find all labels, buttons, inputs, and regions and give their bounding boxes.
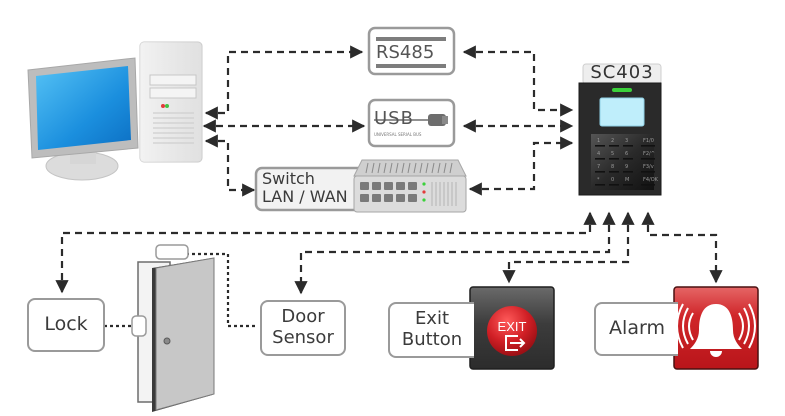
wire-pc-rs485 (204, 45, 364, 120)
wire-sensor-door (186, 252, 258, 328)
rs485-label: RS485 (376, 42, 435, 63)
keypad-key (623, 145, 633, 147)
keypad-key (641, 171, 655, 173)
door-sensor-node: Door Sensor (260, 300, 346, 356)
keypad-key (595, 145, 605, 147)
exit-button-icon: EXIT (469, 286, 555, 370)
computer-icon (27, 41, 203, 181)
keypad-key-label: * (597, 177, 600, 183)
keypad-key-label: F2/^ (643, 151, 655, 157)
switch-port (360, 194, 369, 202)
keypad-key-label: 3 (625, 138, 628, 144)
wire-reader-door-sensor (294, 211, 616, 295)
switch-port (396, 194, 405, 202)
wire-rs485-reader (462, 45, 574, 117)
switch-port (396, 182, 405, 190)
lock-label: Lock (44, 313, 88, 336)
door-icon (131, 244, 215, 412)
keypad-key-label: 2 (611, 138, 614, 144)
exit-button-label: Exit Button (401, 308, 463, 350)
keypad-key (609, 158, 619, 160)
keypad-key (609, 145, 619, 147)
alarm-label: Alarm (609, 317, 665, 340)
wire-switch-reader (468, 136, 574, 196)
exit-icon-text: EXIT (498, 319, 527, 334)
controller-model-label: SC403 (590, 62, 654, 83)
keypad-key-label: M (625, 177, 629, 183)
keypad-key-label: F1/0 (643, 138, 654, 144)
keypad-key (623, 171, 633, 173)
exit-button-node: Exit Button (388, 302, 474, 358)
keypad-key-label: 4 (597, 151, 600, 157)
keypad-key-label: F4/OK (643, 177, 659, 183)
wire-reader-exit-button (502, 211, 635, 284)
door-sensor-label: Door Sensor (272, 306, 334, 348)
keypad-key (623, 158, 633, 160)
wire-reader-alarm (641, 211, 723, 284)
usb-label: USB (374, 108, 414, 129)
keypad-key-label: 7 (597, 164, 600, 170)
switch-port (384, 182, 393, 190)
switch-port (360, 182, 369, 190)
wire-pc-switch (204, 134, 256, 197)
alarm-node: Alarm (594, 302, 678, 356)
switch-port (384, 194, 393, 202)
keypad-key-label: 8 (611, 164, 614, 170)
switch-port (372, 194, 381, 202)
keypad-key-label: 9 (625, 164, 628, 170)
keypad-key (641, 158, 655, 160)
keypad-key-label: F3/v (643, 164, 654, 170)
keypad-key (595, 158, 605, 160)
keypad-key-label: 6 (625, 151, 628, 157)
wire-reader-lock (55, 211, 597, 294)
keypad-key (641, 145, 655, 147)
usb-sublabel: UNIVERSAL SERIAL BUS (374, 132, 422, 137)
keypad-key (609, 184, 619, 186)
switch-port (408, 194, 417, 202)
switch-label: Switch LAN / WAN (262, 169, 348, 206)
lock-node: Lock (27, 298, 105, 352)
keypad-key (623, 184, 633, 186)
keypad-key-label: 5 (611, 151, 614, 157)
keypad-key (641, 184, 655, 186)
rs485-module-icon (367, 26, 456, 76)
keypad-key-label: 1 (597, 138, 600, 144)
usb-module-icon (367, 98, 456, 148)
alarm-icon (673, 286, 759, 370)
network-switch-icon (254, 159, 467, 213)
keypad-key (609, 171, 619, 173)
sc403-reader-icon: 1 2 3 F1/0 4 5 6 F2/^ 7 8 9 F3/v * 0 M F4/OK (578, 63, 662, 196)
keypad-key (595, 171, 605, 173)
switch-port (372, 182, 381, 190)
keypad-key (595, 184, 605, 186)
switch-port (408, 182, 417, 190)
keypad-key-label: 0 (611, 177, 614, 183)
